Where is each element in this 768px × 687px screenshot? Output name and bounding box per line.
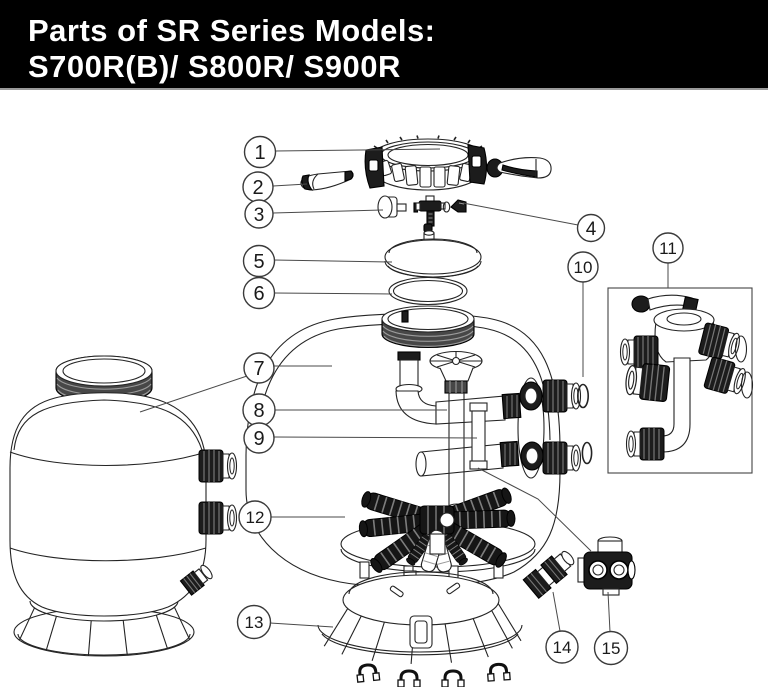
tank-left-neck	[55, 355, 153, 404]
callout-7: 7	[243, 352, 275, 384]
svg-text:9: 9	[253, 428, 264, 450]
svg-text:15: 15	[602, 639, 621, 658]
parts-artwork	[9, 135, 754, 687]
svg-text:12: 12	[246, 508, 265, 527]
leader-5	[273, 259, 393, 263]
part-hose-adapter	[522, 550, 575, 599]
callout-15: 15	[593, 630, 629, 666]
svg-text:6: 6	[253, 283, 264, 305]
leader-13	[269, 622, 334, 628]
leader-15-drain	[477, 467, 592, 552]
part-handle-left	[300, 170, 354, 191]
callout-9: 9	[243, 422, 275, 454]
leader-7b	[139, 375, 248, 413]
part-dome-lid	[384, 230, 482, 278]
callout-12: 12	[238, 500, 272, 534]
part-sight-glass	[577, 536, 636, 596]
banner-background	[0, 0, 768, 88]
callout-8: 8	[242, 393, 276, 427]
svg-text:14: 14	[553, 638, 572, 657]
tank-side-flange	[517, 377, 582, 479]
part-lock-ring	[364, 135, 488, 191]
tank-left-body	[9, 392, 207, 617]
part-multiport-valve	[607, 287, 754, 474]
tank-left-drain	[179, 564, 213, 596]
page-title-line2: S700R(B)/ S800R/ S900R	[28, 49, 401, 84]
callout-4: 4	[576, 213, 606, 243]
leader-3	[272, 209, 384, 214]
svg-text:3: 3	[254, 205, 265, 226]
part-tank-assembled	[9, 355, 238, 657]
svg-text:2: 2	[252, 177, 263, 199]
leader-6	[273, 292, 393, 295]
part-clips	[354, 662, 512, 687]
part-lateral-assembly	[357, 485, 517, 576]
part-upper-piping	[395, 350, 522, 477]
callout-11: 11	[652, 232, 684, 264]
leader-lines	[139, 148, 669, 633]
svg-text:7: 7	[253, 358, 264, 380]
leader-14	[552, 591, 561, 632]
svg-text:11: 11	[659, 239, 677, 258]
callout-3: 3	[244, 199, 274, 229]
title-banner: Parts of SR Series Models: S700R(B)/ S80…	[0, 0, 768, 90]
diffuser	[429, 350, 483, 394]
part-tank-orings	[576, 383, 593, 465]
tank-left-base	[13, 600, 195, 657]
part-lid-oring	[388, 276, 468, 306]
svg-text:1: 1	[254, 142, 265, 164]
callout-5: 5	[242, 244, 276, 278]
callout-13: 13	[236, 604, 272, 640]
callout-2: 2	[242, 171, 274, 203]
svg-text:10: 10	[574, 258, 593, 277]
callout-14: 14	[545, 630, 579, 664]
leader-2	[272, 183, 308, 187]
callouts: 1 2 3 4 5 6 7 8 9 10 11 12 13 14 15	[236, 135, 684, 666]
callout-6: 6	[242, 276, 276, 310]
part-handle-right	[486, 157, 552, 179]
leader-1	[274, 148, 441, 152]
tank-neck-collar	[381, 305, 475, 349]
part-base-stand	[317, 570, 523, 664]
svg-text:13: 13	[245, 613, 264, 632]
svg-text:4: 4	[586, 219, 597, 240]
page-title-line1: Parts of SR Series Models:	[28, 13, 436, 48]
callout-1: 1	[243, 135, 277, 169]
svg-text:8: 8	[253, 400, 264, 422]
leader-4	[462, 202, 579, 226]
leader-9	[273, 436, 478, 439]
part-drain-valve-assembly	[377, 195, 467, 233]
callout-10: 10	[567, 251, 599, 283]
leader-15	[607, 591, 611, 633]
svg-text:5: 5	[253, 251, 264, 273]
